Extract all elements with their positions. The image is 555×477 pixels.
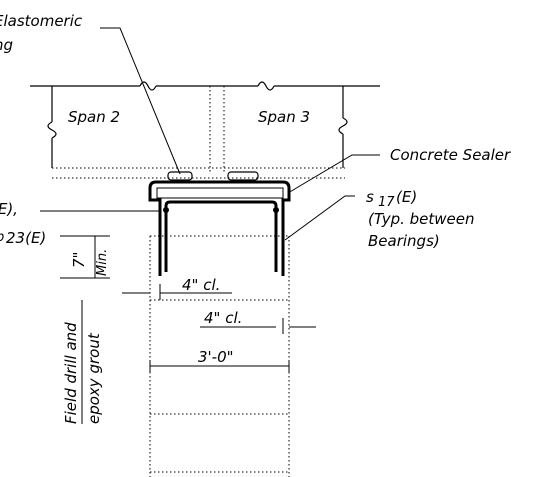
typ-between-label: (Typ. between <box>368 210 475 228</box>
rebar-dot-left <box>163 207 169 213</box>
span-top-line <box>30 81 380 91</box>
bearing-label-2: ng <box>0 36 13 54</box>
reinforcing-bars <box>163 200 279 272</box>
left-bar-label-2: 23(E) <box>6 229 46 247</box>
span-side-lines <box>47 86 348 168</box>
epoxy-grout-label: epoxy grout <box>85 332 103 424</box>
dimension-3ft <box>149 360 290 372</box>
s17-label: s <box>366 188 374 206</box>
pier-cap-outline <box>148 180 291 276</box>
left-bar-label-1: (E), <box>0 200 18 218</box>
span-3-label: Span 3 <box>258 108 310 126</box>
seven-inch-label: 7" <box>70 252 88 268</box>
leader-lines <box>40 27 380 241</box>
left-bar-label-prefix: p <box>0 230 4 245</box>
pier-column-dotted <box>149 235 290 477</box>
min-label: Min. <box>95 249 110 276</box>
four-cl-label-2: 4" cl. <box>204 309 242 327</box>
span-2-label: Span 2 <box>68 108 120 126</box>
concrete-sealer-label: Concrete Sealer <box>390 146 511 164</box>
s17-subscript: 17 <box>378 195 395 210</box>
dimension-4cl-left <box>122 284 232 300</box>
joint-dotted-lines <box>52 86 345 179</box>
dimension-4cl-right <box>200 318 316 334</box>
bearing-label-1: Elastomeric <box>0 12 83 30</box>
bearing-pads <box>167 171 259 181</box>
field-drill-label: Field drill and <box>62 322 80 424</box>
three-foot-label: 3'-0" <box>198 348 234 366</box>
rebar-dot-right <box>273 207 279 213</box>
dimension-7in <box>60 235 110 279</box>
four-cl-label-1: 4" cl. <box>182 276 220 294</box>
s17-e-label: (E) <box>396 188 417 206</box>
bearings-label: Bearings) <box>368 232 440 250</box>
